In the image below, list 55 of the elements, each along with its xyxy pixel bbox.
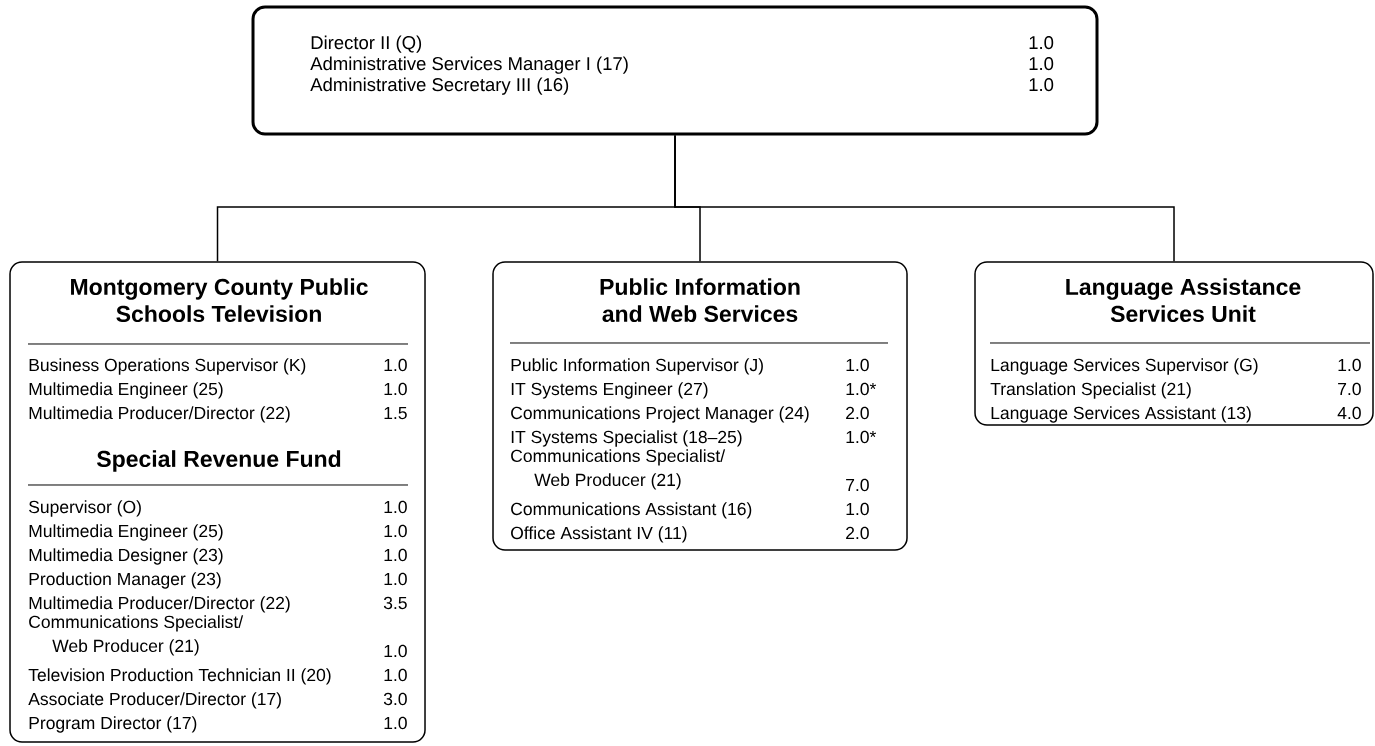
position-count: 1.0	[846, 358, 869, 372]
position-title: Multimedia Engineer (25)	[29, 524, 223, 541]
position-count: 1.5	[384, 406, 407, 420]
position-title: Communications Project Manager (24)	[511, 406, 809, 423]
position-count: 1.0	[384, 382, 407, 396]
position-title: Production Manager (23)	[29, 572, 221, 589]
position-title: Multimedia Producer/Director (22)	[29, 596, 290, 613]
position-count: 4.0	[1337, 406, 1361, 420]
position-title: Translation Specialist (21)	[990, 382, 1191, 399]
position-title: Multimedia Designer (23)	[29, 548, 223, 565]
position-count: 7.0	[1338, 382, 1361, 396]
position-count: 1.0	[1338, 358, 1361, 372]
position-title: Communications Specialist/ Web Producer (21)	[511, 449, 726, 490]
position-count: 1.0	[384, 548, 407, 562]
position-title: Supervisor (O)	[29, 500, 141, 517]
position-title: Multimedia Producer/Director (22)	[29, 406, 290, 423]
position-title: Business Operations Supervisor (K)	[29, 358, 306, 375]
position-count: 1.0	[384, 644, 407, 658]
position-count: 1.0	[384, 524, 407, 538]
position-count: 1.0	[1029, 36, 1054, 50]
position-count: 1.0	[384, 572, 407, 586]
position-count: 1.0	[384, 500, 407, 514]
position-count: 1.0*	[846, 382, 877, 396]
position-count: 7.0	[846, 478, 869, 492]
position-title: IT Systems Specialist (18–25)	[511, 430, 742, 447]
position-count: 1.0	[384, 668, 407, 682]
position-count: 1.0	[384, 716, 407, 730]
position-count: 3.0	[383, 692, 407, 706]
position-title: Multimedia Engineer (25)	[29, 382, 223, 399]
position-title: Administrative Services Manager I (17)	[310, 56, 628, 74]
position-title: Language Services Assistant (13)	[991, 406, 1251, 423]
position-title: Administrative Secretary III (16)	[310, 77, 569, 95]
position-title: Associate Producer/Director (17)	[28, 692, 281, 709]
unit-heading: Language Assistance Services Unit	[1066, 278, 1301, 323]
unit-heading: Public Information and Web Services	[600, 278, 800, 323]
position-count: 1.0	[1029, 57, 1054, 71]
position-count: 1.0	[1029, 78, 1054, 92]
position-title: Language Services Supervisor (G)	[991, 358, 1258, 375]
position-title: Television Production Technician II (20)	[28, 668, 331, 685]
position-title: Program Director (17)	[29, 716, 197, 733]
position-title: IT Systems Engineer (27)	[511, 382, 708, 399]
position-count: 1.0	[846, 502, 869, 516]
position-title: Director II (Q)	[311, 35, 422, 53]
position-title: Public Information Supervisor (J)	[511, 358, 763, 375]
position-count: 1.0	[384, 358, 407, 372]
unit-heading: Montgomery County Public Schools Television	[71, 278, 368, 323]
position-count: 3.5	[383, 596, 407, 610]
position-title: Communications Assistant (16)	[511, 502, 752, 519]
position-title: Office Assistant IV (11)	[511, 526, 687, 543]
position-count: 2.0	[846, 526, 869, 540]
position-title: Communications Specialist/ Web Producer (21)	[29, 615, 244, 656]
position-count: 2.0	[846, 406, 869, 420]
position-count: 1.0*	[846, 430, 877, 444]
connector-line	[674, 134, 1175, 262]
unit-heading: Special Revenue Fund	[96, 450, 341, 472]
